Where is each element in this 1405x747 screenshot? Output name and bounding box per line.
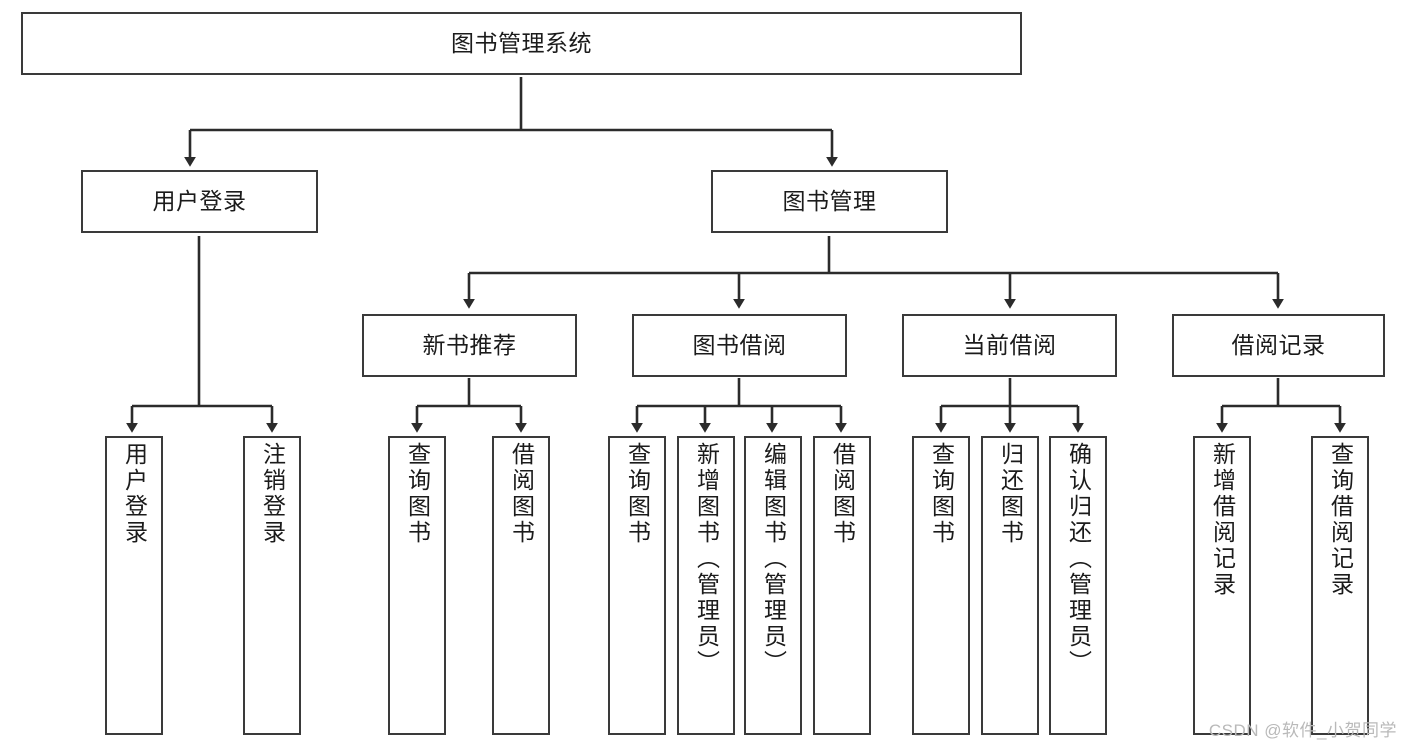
node-label: 确认归还（管理员） bbox=[1065, 442, 1092, 676]
node-label: 查询借阅记录 bbox=[1327, 442, 1354, 598]
leaf-query-book-recommend[interactable]: 查询图书 bbox=[388, 436, 446, 735]
node-current-borrow[interactable]: 当前借阅 bbox=[902, 314, 1117, 377]
node-label: 图书借阅 bbox=[692, 331, 787, 358]
node-label: 新增借阅记录 bbox=[1209, 442, 1236, 598]
node-label: 图书管理 bbox=[782, 187, 877, 214]
leaf-query-borrow-record[interactable]: 查询借阅记录 bbox=[1311, 436, 1369, 735]
leaf-borrow-book-recommend[interactable]: 借阅图书 bbox=[492, 436, 550, 735]
node-label: 新书推荐 bbox=[422, 331, 517, 358]
leaf-edit-book-admin[interactable]: 编辑图书（管理员） bbox=[744, 436, 802, 735]
leaf-add-borrow-record[interactable]: 新增借阅记录 bbox=[1193, 436, 1251, 735]
node-label: 借阅记录 bbox=[1231, 331, 1326, 358]
node-borrow-record[interactable]: 借阅记录 bbox=[1172, 314, 1385, 377]
node-label: 查询图书 bbox=[624, 442, 651, 546]
node-book-management[interactable]: 图书管理 bbox=[711, 170, 948, 233]
leaf-query-book-borrow[interactable]: 查询图书 bbox=[608, 436, 666, 735]
node-label: 查询图书 bbox=[928, 442, 955, 546]
node-label: 用户登录 bbox=[121, 442, 148, 546]
leaf-add-book-admin[interactable]: 新增图书（管理员） bbox=[677, 436, 735, 735]
watermark: CSDN @软件_小贺同学 bbox=[1208, 721, 1397, 740]
leaf-borrow-book[interactable]: 借阅图书 bbox=[813, 436, 871, 735]
leaf-confirm-return-admin[interactable]: 确认归还（管理员） bbox=[1049, 436, 1107, 735]
node-label: 图书管理系统 bbox=[451, 29, 592, 56]
leaf-logout[interactable]: 注销登录 bbox=[243, 436, 301, 735]
node-new-book-recommend[interactable]: 新书推荐 bbox=[362, 314, 577, 377]
node-label: 编辑图书（管理员） bbox=[760, 442, 787, 676]
node-label: 当前借阅 bbox=[962, 331, 1057, 358]
node-label: 归还图书 bbox=[997, 442, 1024, 546]
node-label: 用户登录 bbox=[152, 187, 247, 214]
leaf-return-book[interactable]: 归还图书 bbox=[981, 436, 1039, 735]
node-label: 借阅图书 bbox=[508, 442, 535, 546]
node-label: 借阅图书 bbox=[829, 442, 856, 546]
node-label: 查询图书 bbox=[404, 442, 431, 546]
node-label: 新增图书（管理员） bbox=[693, 442, 720, 676]
node-book-borrow[interactable]: 图书借阅 bbox=[632, 314, 847, 377]
node-user-login[interactable]: 用户登录 bbox=[81, 170, 318, 233]
node-root-book-management-system[interactable]: 图书管理系统 bbox=[21, 12, 1022, 75]
leaf-user-login[interactable]: 用户登录 bbox=[105, 436, 163, 735]
leaf-query-book-current[interactable]: 查询图书 bbox=[912, 436, 970, 735]
node-label: 注销登录 bbox=[259, 442, 286, 546]
